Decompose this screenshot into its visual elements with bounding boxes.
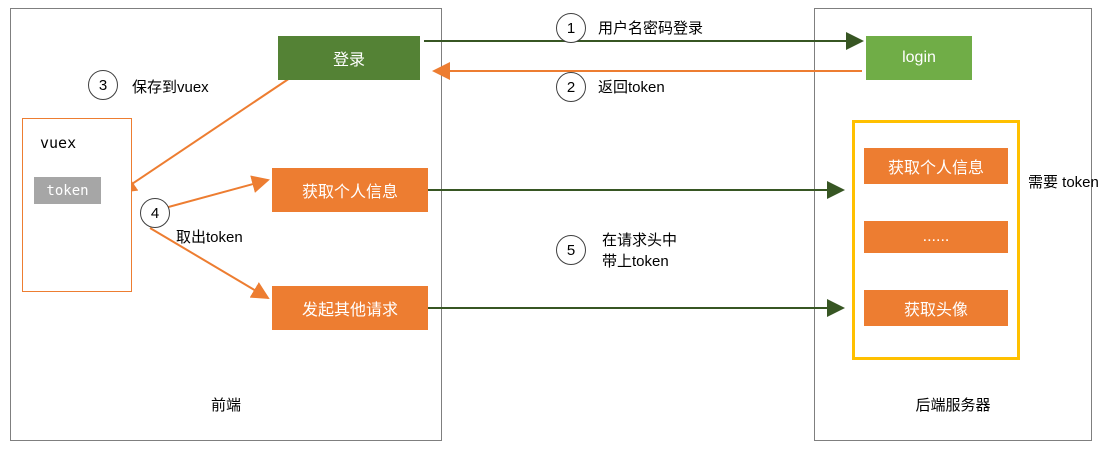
step-1-caption: 用户名密码登录: [598, 20, 704, 37]
step-4-caption: 取出token: [176, 229, 243, 246]
frontend-panel-label: 前端: [210, 397, 241, 414]
get-profile-box[interactable]: 获取个人信息: [272, 168, 428, 212]
login-box[interactable]: 登录: [278, 36, 420, 80]
need-token-label: 需要 token: [1028, 174, 1099, 191]
step-3-caption: 保存到vuex: [132, 79, 209, 96]
backend-get-profile-endpoint[interactable]: 获取个人信息: [864, 148, 1008, 184]
step-1-circle: 1: [556, 13, 586, 43]
step-2-caption: 返回token: [598, 79, 665, 96]
step-5-caption: 在请求头中 带上token: [602, 232, 678, 270]
backend-ellipsis-endpoint[interactable]: ......: [864, 221, 1008, 253]
backend-login-endpoint[interactable]: login: [866, 36, 972, 80]
vuex-title: vuex: [40, 134, 77, 152]
backend-get-avatar-endpoint[interactable]: 获取头像: [864, 290, 1008, 326]
step-3-circle: 3: [88, 70, 118, 100]
vuex-token-chip: token: [34, 177, 101, 204]
vuex-frame: [22, 118, 132, 292]
step-4-circle: 4: [140, 198, 170, 228]
step-2-circle: 2: [556, 72, 586, 102]
backend-panel-label: 后端服务器: [915, 397, 991, 414]
other-request-box[interactable]: 发起其他请求: [272, 286, 428, 330]
step-5-circle: 5: [556, 235, 586, 265]
